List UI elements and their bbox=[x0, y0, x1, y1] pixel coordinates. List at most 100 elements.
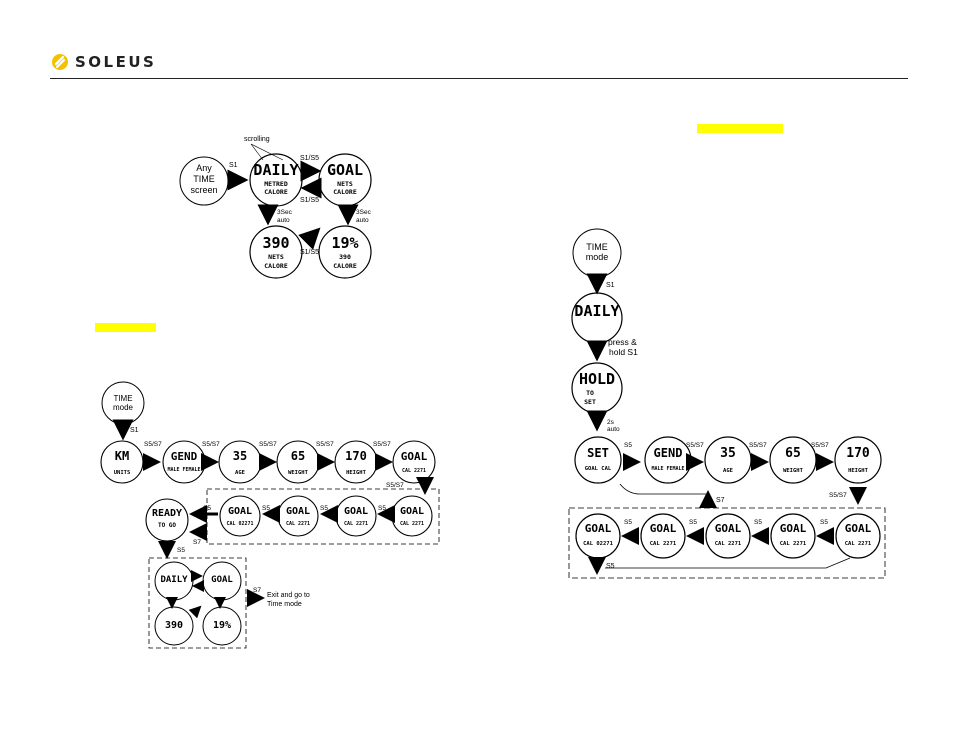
logo-mark-icon bbox=[52, 54, 68, 70]
top-auto-2a: 3Sec bbox=[356, 209, 372, 216]
left-watch-goal-r2-1 bbox=[219, 495, 261, 537]
top-flow: Any TIME screen S1 scrolling DAILY METRE… bbox=[179, 136, 372, 279]
right-watch-goal-r2-4-sub: CAL 2271 bbox=[780, 541, 807, 547]
top-s1s5-label-b: S1/S5 bbox=[300, 197, 319, 204]
highlight-bar-right bbox=[697, 124, 783, 133]
right-auto-1: 2s bbox=[607, 419, 615, 426]
right-watch-set bbox=[574, 436, 622, 484]
left-watch-gender-sub: MALE FEMALE bbox=[167, 467, 200, 473]
right-s7-label: S7 bbox=[716, 497, 725, 504]
left-r2-s5-1: S5 bbox=[378, 505, 386, 512]
left-row2: READY TO GO GOAL CAL 02271 GOAL CAL 2271… bbox=[145, 495, 433, 542]
left-watch-age-sub: AGE bbox=[235, 470, 245, 476]
mini-watch-390-big: 390 bbox=[165, 620, 183, 631]
right-exit-s5-label: S5 bbox=[606, 563, 615, 570]
page-header: SOLEUS bbox=[0, 0, 954, 80]
left-watch-goal-r2-3-big: GOAL bbox=[344, 506, 368, 517]
right-watch-height-big: 170 bbox=[846, 446, 870, 461]
left-watch-weight-big: 65 bbox=[291, 449, 305, 463]
left-r1-label-2: S5/S7 bbox=[202, 441, 220, 448]
left-watch-ready-big: READY bbox=[152, 508, 182, 519]
right-r2-s5-1: S5 bbox=[820, 519, 828, 526]
left-r1-label-5: S5/S7 bbox=[373, 441, 391, 448]
top-s1s5-label-a: S1/S5 bbox=[300, 155, 319, 162]
right-watch-goal-r2-2-big: GOAL bbox=[650, 522, 677, 535]
scrolling-pointer bbox=[250, 143, 284, 161]
right-watch-hold-big: HOLD bbox=[579, 370, 615, 388]
right-watch-goal-r2-5-sub: CAL 2271 bbox=[845, 541, 872, 547]
right-row2-arrows: S5 S5 S5 S5 bbox=[621, 519, 834, 545]
right-watch-age-sub: AGE bbox=[723, 468, 733, 474]
left-watch-ready-sub: TO GO bbox=[158, 522, 176, 529]
left-exit-label-1: Exit and go to bbox=[267, 592, 310, 599]
right-watch-gender bbox=[644, 436, 692, 484]
right-watch-goal-r2-1 bbox=[575, 513, 621, 559]
watch-daily-top-l1: METRED bbox=[264, 180, 288, 188]
top-auto-1a: 3Sec bbox=[277, 209, 293, 216]
scrolling-label: scrolling bbox=[244, 136, 270, 143]
mini-watch-daily-big: DAILY bbox=[160, 575, 188, 585]
right-watch-age-big: 35 bbox=[720, 446, 736, 461]
left-watch-goal-sub: CAL 2271 bbox=[402, 468, 426, 474]
any-time-label-1: Any bbox=[196, 163, 212, 173]
left-watch-age-big: 35 bbox=[233, 449, 247, 463]
left-watch-goal-r2-4-big: GOAL bbox=[400, 506, 424, 517]
mini-watch-goal-big: GOAL bbox=[211, 575, 233, 585]
right-watch-hold-l1: TO bbox=[586, 389, 594, 397]
right-s1-label: S1 bbox=[606, 282, 615, 289]
left-r2-s5-4: S5 bbox=[203, 505, 211, 512]
right-r1-label-4: S5/S7 bbox=[811, 442, 829, 449]
left-r1-label-4: S5/S7 bbox=[316, 441, 334, 448]
watch-390-top-big: 390 bbox=[262, 234, 289, 252]
watch-goal-top-l1: NETS bbox=[337, 180, 353, 188]
right-r1-label-1: S5 bbox=[624, 442, 632, 449]
left-watch-height-big: 170 bbox=[345, 449, 367, 463]
left-time-label: TIME bbox=[113, 394, 132, 403]
right-watch-height-sub: HEIGHT bbox=[848, 468, 869, 474]
right-watch-height bbox=[834, 436, 882, 484]
right-watch-goal-r2-4 bbox=[770, 513, 816, 559]
right-loop-return-line bbox=[605, 557, 851, 569]
right-watch-goal-r2-5 bbox=[835, 513, 881, 559]
arrow-diag-s1s5 bbox=[298, 227, 321, 250]
left-watch-goal-r2-3-sub: CAL 2271 bbox=[344, 521, 368, 527]
watch-19-top bbox=[318, 225, 372, 279]
left-watch-gender-big: GEND bbox=[171, 450, 198, 463]
left-watch-weight-sub: WEIGHT bbox=[288, 470, 309, 476]
left-r1-label-3: S5/S7 bbox=[259, 441, 277, 448]
left-exit-s7-label: S7 bbox=[253, 587, 261, 594]
right-goal-loop-box bbox=[568, 507, 886, 579]
top-auto-2b: auto bbox=[356, 217, 369, 224]
left-watch-goal-big: GOAL bbox=[401, 450, 428, 463]
left-ready-s5-label: S5 bbox=[177, 547, 185, 554]
right-time-label: TIME bbox=[586, 242, 608, 252]
right-watch-set-big: SET bbox=[587, 446, 609, 460]
watch-goal-top-big: GOAL bbox=[327, 161, 363, 179]
right-r2-s5-4: S5 bbox=[624, 519, 632, 526]
right-watch-gender-sub: MALE FEMALE bbox=[651, 466, 684, 472]
top-auto-1b: auto bbox=[277, 217, 290, 224]
left-watch-goal-r2-2-big: GOAL bbox=[286, 506, 310, 517]
right-r2-s5-2: S5 bbox=[754, 519, 762, 526]
top-s1-label: S1 bbox=[229, 162, 238, 169]
left-row2-arrows: S5 S5 S5 S5 S7 bbox=[189, 505, 395, 546]
left-r2-s5-2: S5 bbox=[320, 505, 328, 512]
top-s1s5-label-c: S1/S5 bbox=[300, 249, 319, 256]
right-hold-label: hold S1 bbox=[609, 347, 638, 357]
left-watch-units-big: KM bbox=[115, 449, 129, 463]
right-watch-set-sub: GOAL CAL bbox=[585, 466, 612, 472]
left-flow: TIME mode S1 KM UNITS GEND MALE FEMALE 3… bbox=[100, 381, 440, 649]
any-time-label-2: TIME bbox=[193, 174, 215, 184]
right-press-label: press & bbox=[608, 337, 637, 347]
highlight-bar-left bbox=[95, 323, 156, 332]
left-mode-label: mode bbox=[113, 403, 134, 412]
right-r1-label-2: S5/S7 bbox=[686, 442, 704, 449]
right-watch-goal-r2-5-big: GOAL bbox=[845, 522, 872, 535]
left-s7-label: S7 bbox=[193, 539, 201, 546]
right-watch-goal-r2-2-sub: CAL 2271 bbox=[650, 541, 677, 547]
left-s5s7-down-label: S5/S7 bbox=[386, 482, 404, 489]
left-goal-loop-box bbox=[206, 488, 440, 545]
watch-daily-top-big: DAILY bbox=[253, 161, 298, 179]
watch-goal-top-l2: CALORE bbox=[333, 188, 357, 196]
